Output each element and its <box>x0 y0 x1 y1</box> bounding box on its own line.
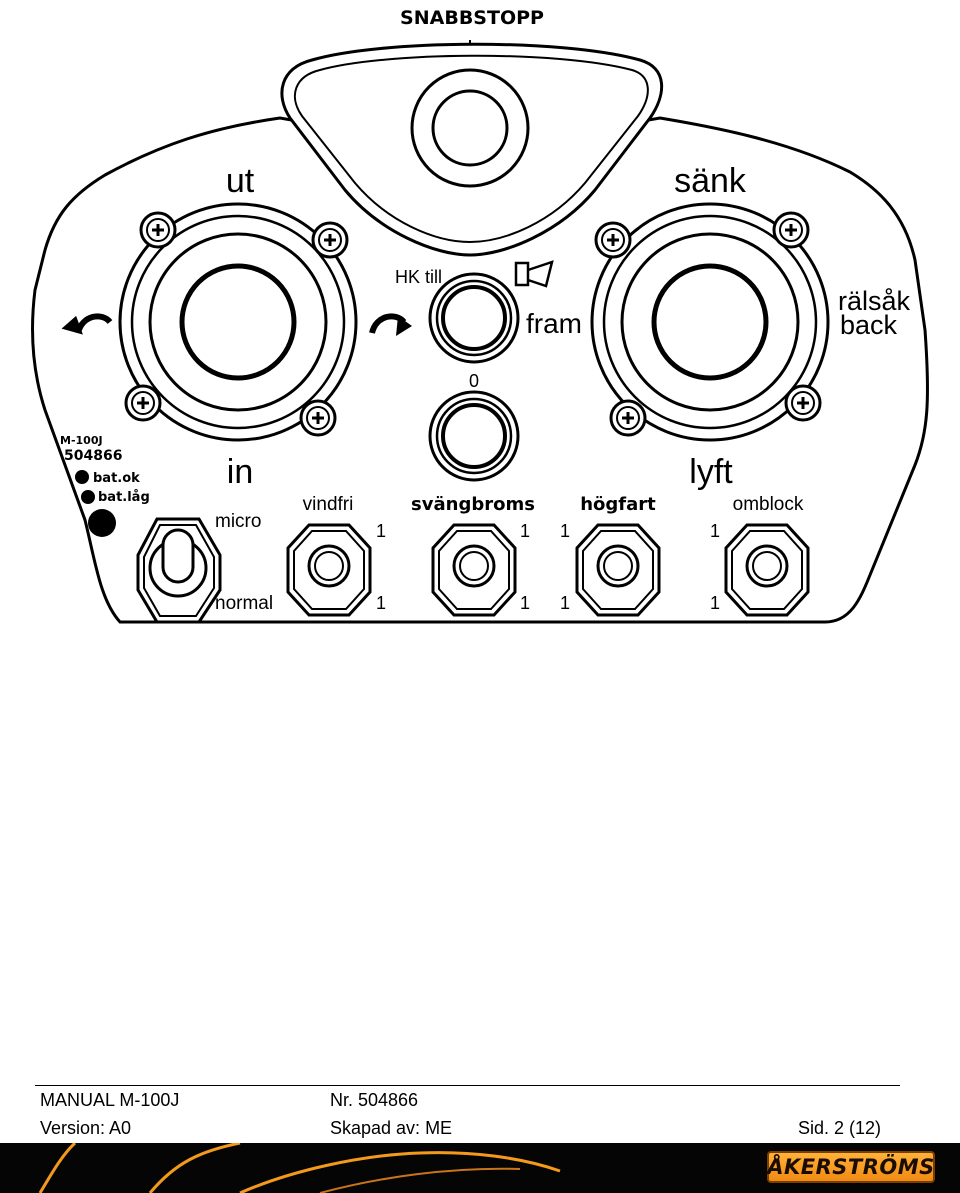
position-mark: 1 <box>560 593 570 613</box>
serial-label: 504866 <box>64 448 122 464</box>
document-number: Nr. 504866 <box>330 1090 419 1110</box>
screw-icon <box>124 384 162 422</box>
switch-hogfart <box>575 523 661 617</box>
manual-title: MANUAL M-100J <box>40 1090 180 1110</box>
brand-logo: ÅKERSTRÖMS <box>767 1151 935 1183</box>
normal-label: normal <box>215 593 273 614</box>
position-mark: 1 <box>520 521 530 541</box>
switch-label-hogfart: högfart <box>580 494 656 515</box>
page-number: Sid. 2 (12) <box>798 1118 882 1138</box>
switch-svangbroms <box>431 523 517 617</box>
control-panel-drawing: SNABBSTOPP ut in sänk lyft rälsåk back H… <box>30 7 930 624</box>
position-mark: 1 <box>710 593 720 613</box>
left-joystick <box>118 202 358 442</box>
zero-button <box>428 390 520 482</box>
right-joystick-bottom-label: lyft <box>689 453 733 491</box>
switch-label-omblock: omblock <box>733 494 804 515</box>
position-mark: 1 <box>710 521 720 541</box>
screw-icon <box>609 399 647 437</box>
position-mark: 1 <box>376 593 386 613</box>
rail-label-line1: rälsåk <box>838 286 911 316</box>
model-label: M-100J <box>60 434 103 447</box>
micro-toggle-switch <box>136 517 222 624</box>
screw-icon <box>594 221 632 259</box>
screw-icon <box>139 211 177 249</box>
bat-low-label: bat.låg <box>98 490 150 505</box>
version-label: Version: A0 <box>40 1118 132 1138</box>
horn-icon <box>514 260 554 288</box>
bat-low-led <box>81 490 95 504</box>
position-mark: 1 <box>520 593 530 613</box>
position-mark: 1 <box>560 521 570 541</box>
hk-till-button <box>428 272 520 364</box>
hk-till-label: HK till <box>395 267 442 287</box>
switch-label-svangbroms: svängbroms <box>411 494 535 515</box>
switch-vindfri <box>286 523 372 617</box>
banner-swoosh <box>38 1143 561 1193</box>
screw-icon <box>784 384 822 422</box>
switch-omblock <box>724 523 810 617</box>
position-mark: 1 <box>376 521 386 541</box>
screw-icon <box>772 211 810 249</box>
bat-ok-label: bat.ok <box>93 471 140 486</box>
fram-label: fram <box>526 308 582 339</box>
emergency-stop-housing <box>280 40 663 257</box>
right-joystick-top-label: sänk <box>674 162 747 200</box>
screw-icon <box>299 399 337 437</box>
left-joystick-top-label: ut <box>226 162 255 200</box>
author-label: Skapad av: ME <box>330 1118 453 1138</box>
footer-rule <box>35 1085 900 1086</box>
footer-banner: ÅKERSTRÖMS <box>0 1143 960 1193</box>
rail-label-line2: back <box>840 310 898 340</box>
screw-icon <box>311 221 349 259</box>
micro-label: micro <box>215 511 261 532</box>
indicator-dot <box>88 509 116 537</box>
right-joystick <box>590 202 830 442</box>
zero-label: 0 <box>469 371 479 391</box>
left-joystick-bottom-label: in <box>227 453 253 491</box>
emergency-stop-label: SNABBSTOPP <box>400 7 544 29</box>
bat-ok-led <box>75 470 89 484</box>
switch-label-vindfri: vindfri <box>303 494 354 515</box>
